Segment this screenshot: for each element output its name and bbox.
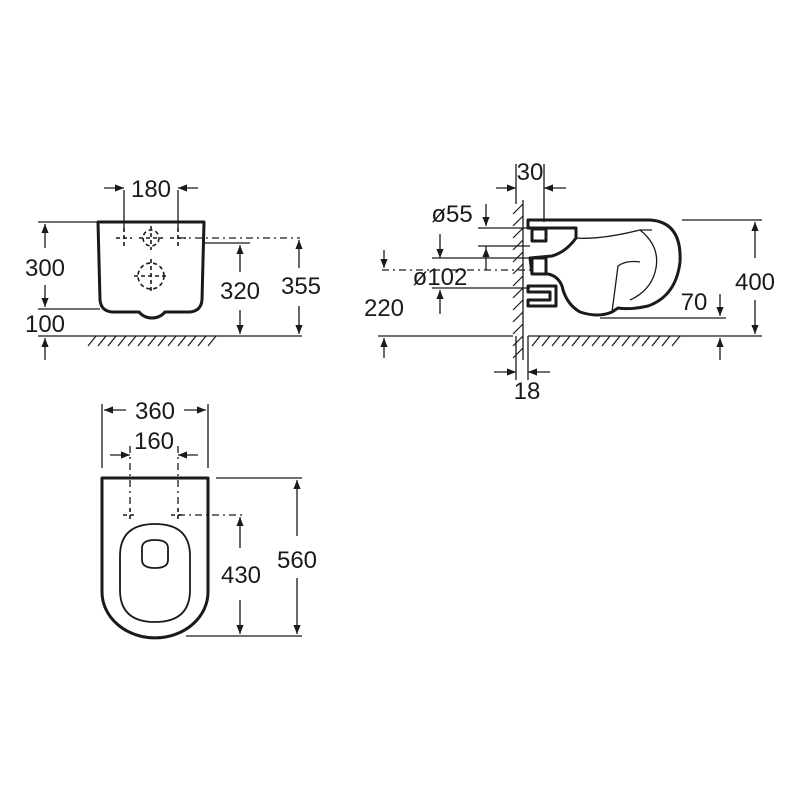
dim-o102: ø102 — [413, 264, 468, 291]
side-floor-hatch — [531, 335, 681, 347]
side-outlet-pipe — [530, 256, 548, 276]
dim-355: 355 — [281, 273, 321, 300]
side-hanger-bracket — [526, 284, 558, 308]
top-drain-opening — [141, 539, 169, 569]
dim-300: 300 — [25, 255, 65, 282]
dim-70: 70 — [681, 289, 708, 316]
front-floor-hatch — [87, 335, 217, 347]
side-bowl-rim — [575, 229, 652, 239]
side-wall-hatch — [512, 203, 524, 359]
side-view: 30 ø55 ø102 220 400 70 — [364, 159, 775, 405]
side-bowl-inner — [629, 229, 658, 301]
top-seat-opening — [119, 523, 191, 623]
dim-360: 360 — [135, 398, 175, 425]
dim-100: 100 — [25, 311, 65, 338]
dim-18: 18 — [514, 378, 541, 405]
dim-220: 220 — [364, 295, 404, 322]
dim-o55: ø55 — [431, 201, 472, 228]
dim-430: 430 — [221, 562, 261, 589]
dim-160: 160 — [134, 428, 174, 455]
dim-560: 560 — [277, 547, 317, 574]
side-bowl-outline — [526, 218, 682, 317]
dim-180: 180 — [131, 176, 171, 203]
top-seat-outline — [100, 476, 210, 640]
front-view: 180 300 100 320 355 — [25, 176, 321, 360]
side-inlet-pipe — [530, 227, 548, 243]
side-trap-line — [611, 260, 641, 313]
dim-320: 320 — [220, 278, 260, 305]
dim-30: 30 — [517, 159, 544, 186]
dim-400: 400 — [735, 269, 775, 296]
top-view: 360 160 430 560 — [100, 398, 317, 640]
